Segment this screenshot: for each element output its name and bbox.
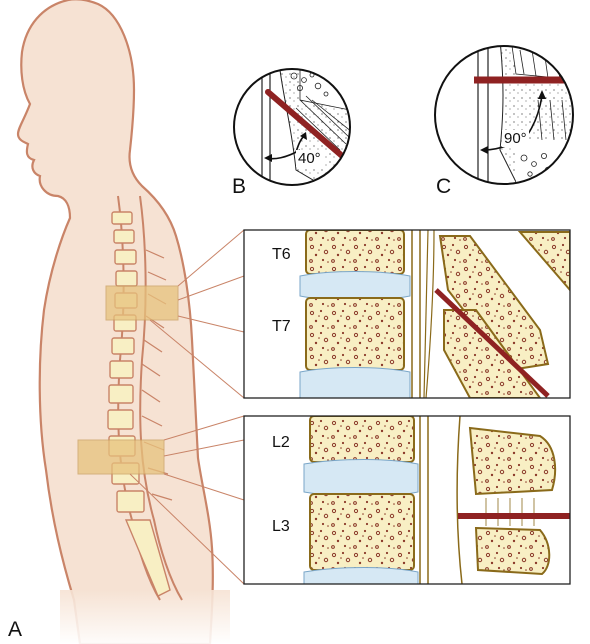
angle-label-90: 90° <box>502 130 529 147</box>
panel-label-b: B <box>232 175 246 199</box>
angle-label-40: 40° <box>296 150 323 167</box>
vertebra-label-l3: L3 <box>272 518 290 536</box>
inset-c <box>435 40 590 190</box>
lumbar-highlight <box>78 440 164 474</box>
thoracic-highlight <box>106 286 178 320</box>
lumbar-detail-panel <box>244 416 580 584</box>
vertebra-label-l2: L2 <box>272 434 290 452</box>
vertebra-label-t6: T6 <box>272 246 291 264</box>
vertebra-label-t7: T7 <box>272 318 291 336</box>
panel-label-c: C <box>436 175 451 199</box>
panel-label-a: A <box>8 618 22 642</box>
inset-b <box>234 60 370 190</box>
body-silhouette <box>18 0 230 644</box>
thoracic-detail-panel <box>244 230 570 398</box>
